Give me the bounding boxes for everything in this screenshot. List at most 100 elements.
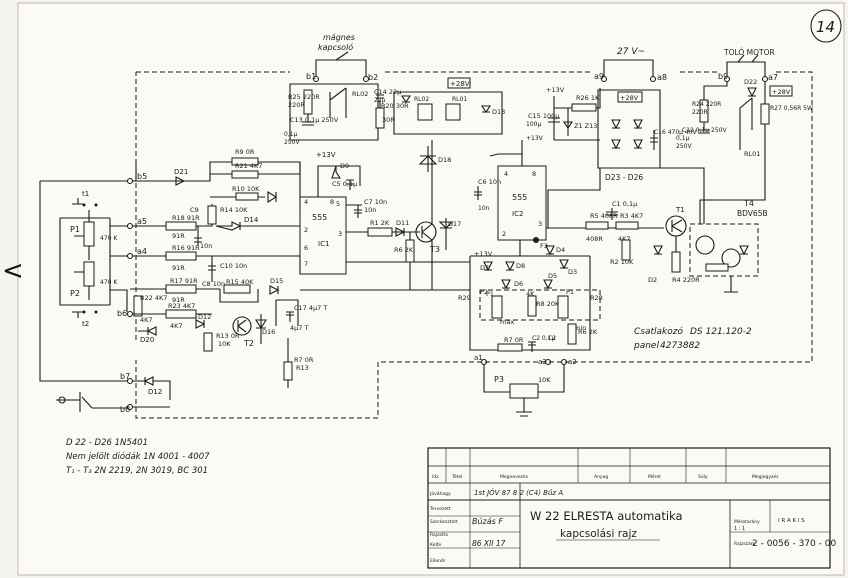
svg-text:P1: P1 xyxy=(566,288,574,296)
svg-text:a4: a4 xyxy=(137,247,147,256)
svg-text:C6 10n: C6 10n xyxy=(478,178,501,186)
svg-text:D17: D17 xyxy=(448,220,461,228)
svg-text:D7: D7 xyxy=(480,264,489,272)
svg-text:C10 10n: C10 10n xyxy=(220,262,247,270)
svg-text:R2 10K: R2 10K xyxy=(610,258,634,266)
svg-text:C5 0,1µ: C5 0,1µ xyxy=(332,180,357,188)
svg-text:Rajzszám: Rajzszám xyxy=(734,540,755,547)
back-arrow-icon[interactable]: < xyxy=(2,256,24,286)
svg-text:T2: T2 xyxy=(243,339,254,348)
svg-text:Ellenőr: Ellenőr xyxy=(430,558,446,564)
svg-text:T1: T1 xyxy=(675,206,685,214)
svg-text:10n: 10n xyxy=(200,242,212,250)
svg-text:t1: t1 xyxy=(82,190,89,198)
svg-text:555: 555 xyxy=(312,213,327,222)
svg-text:C8 10n: C8 10n xyxy=(202,280,225,288)
svg-text:D8: D8 xyxy=(516,262,525,270)
svg-text:1st JÓV 87 8 2 (C4) Bűz A: 1st JÓV 87 8 2 (C4) Bűz A xyxy=(474,488,563,497)
svg-text:T4: T4 xyxy=(743,199,754,208)
svg-text:408R: 408R xyxy=(586,235,603,243)
svg-text:a1: a1 xyxy=(474,354,483,362)
svg-text:max: max xyxy=(500,318,514,326)
svg-text:Nem jelölt diódák 1N 4001 - 4: Nem jelölt diódák 1N 4001 - 4007 xyxy=(66,451,210,462)
ic2-timer: 555 IC2 4 8 3 2 C6 10n 10n F3 xyxy=(474,153,570,256)
svg-text:R6 2K: R6 2K xyxy=(394,246,414,254)
svg-text:b2: b2 xyxy=(368,73,378,82)
svg-text:IC1: IC1 xyxy=(318,240,329,248)
svg-text:250V: 250V xyxy=(284,139,300,146)
svg-text:D23 - D26: D23 - D26 xyxy=(605,173,643,182)
svg-text:+28V: +28V xyxy=(450,80,470,88)
magnet-switch-label: mágnes xyxy=(323,33,355,42)
svg-text:Méretarány: Méretarány xyxy=(734,518,760,525)
svg-text:BDV65B: BDV65B xyxy=(737,209,768,218)
svg-text:C14 22µ: C14 22µ xyxy=(374,88,401,96)
svg-text:panel: panel xyxy=(633,341,659,351)
svg-text:R14 10K: R14 10K xyxy=(220,206,248,214)
svg-text:b9: b9 xyxy=(718,72,728,81)
svg-text:P2: P2 xyxy=(480,288,488,296)
svg-text:4K7: 4K7 xyxy=(170,322,183,330)
svg-text:D15: D15 xyxy=(270,277,283,285)
svg-text:R7 0R: R7 0R xyxy=(294,356,314,364)
adjust-section: +13V D7 D8 D6 D4 D3 D5 P1 P2 R29 max R8 … xyxy=(458,245,603,417)
svg-text:Z1 Z13: Z1 Z13 xyxy=(574,122,597,130)
svg-text:Méret: Méret xyxy=(648,473,661,480)
svg-text:R8 20K: R8 20K xyxy=(536,300,560,308)
svg-text:D13: D13 xyxy=(492,108,505,116)
svg-text:10n: 10n xyxy=(364,206,376,214)
svg-text:C7 10n: C7 10n xyxy=(364,198,387,206)
svg-text:R5 408R: R5 408R xyxy=(590,212,618,220)
svg-text:D18: D18 xyxy=(438,156,451,164)
svg-text:C9: C9 xyxy=(190,206,199,214)
svg-text:T₁ - T₃ 2N 2219, 2N 3019, BC: T₁ - T₃ 2N 2219, 2N 3019, BC 301 xyxy=(66,466,208,476)
svg-text:b1: b1 xyxy=(306,72,316,81)
svg-text:D12: D12 xyxy=(148,388,162,396)
drawing-title: W 22 ELRESTA automatika xyxy=(530,509,683,523)
svg-text:Idx: Idx xyxy=(432,474,439,480)
svg-text:4273882: 4273882 xyxy=(660,341,700,351)
svg-text:+28V: +28V xyxy=(620,94,639,102)
svg-text:R4 220R: R4 220R xyxy=(672,276,700,284)
svg-text:D21: D21 xyxy=(174,168,188,176)
svg-text:8: 8 xyxy=(532,170,536,178)
svg-text:b5: b5 xyxy=(137,172,147,181)
ac-supply-label: 27 V~ xyxy=(617,47,645,57)
svg-text:100µ: 100µ xyxy=(526,121,541,128)
svg-text:5: 5 xyxy=(336,200,340,208)
svg-text:R9 0R: R9 0R xyxy=(235,148,255,156)
svg-text:D6: D6 xyxy=(514,280,523,288)
svg-text:91R: 91R xyxy=(172,232,185,240)
svg-text:b8: b8 xyxy=(120,405,130,414)
svg-text:D2: D2 xyxy=(648,276,657,284)
svg-text:RL01: RL01 xyxy=(452,96,467,103)
svg-text:C2: C2 xyxy=(548,335,556,342)
svg-text:b7: b7 xyxy=(120,372,130,381)
svg-text:R27 0,56R 5W: R27 0,56R 5W xyxy=(770,105,813,112)
svg-text:D3: D3 xyxy=(568,268,577,276)
svg-text:P1: P1 xyxy=(486,290,494,298)
svg-text:R18 91R: R18 91R xyxy=(172,214,200,222)
connector-note: Csatlakozó DS 121.120-2 panel 4273882 xyxy=(633,326,752,351)
svg-text:+13V: +13V xyxy=(474,250,493,258)
svg-text:555: 555 xyxy=(512,193,527,202)
svg-text:10K: 10K xyxy=(538,376,551,384)
output-stage-2: R5 408R 408R R3 4K7 4K7 C1 0,1µ R2 10K D… xyxy=(570,78,813,293)
svg-text:22µ: 22µ xyxy=(374,97,386,104)
svg-text:R13 0R: R13 0R xyxy=(216,332,240,340)
svg-text:+28V: +28V xyxy=(772,88,791,96)
svg-text:R3 4K7: R3 4K7 xyxy=(620,212,643,220)
svg-text:R13: R13 xyxy=(296,364,309,372)
svg-text:D5: D5 xyxy=(548,272,557,280)
output-stage-1: R1 2K D11 R6 2K T3 D17 D18 xyxy=(300,146,461,291)
svg-text:6: 6 xyxy=(304,244,308,252)
svg-text:P1: P1 xyxy=(70,225,80,234)
svg-text:Tervezett: Tervezett xyxy=(429,506,451,512)
svg-text:91R: 91R xyxy=(172,264,185,272)
svg-text:470 K: 470 K xyxy=(100,279,118,286)
svg-text:4: 4 xyxy=(504,170,508,178)
svg-text:a7: a7 xyxy=(768,73,778,82)
svg-text:R16 91R: R16 91R xyxy=(172,244,200,252)
svg-text:D 22 - D26 1N5401: D 22 - D26 1N5401 xyxy=(66,438,148,448)
